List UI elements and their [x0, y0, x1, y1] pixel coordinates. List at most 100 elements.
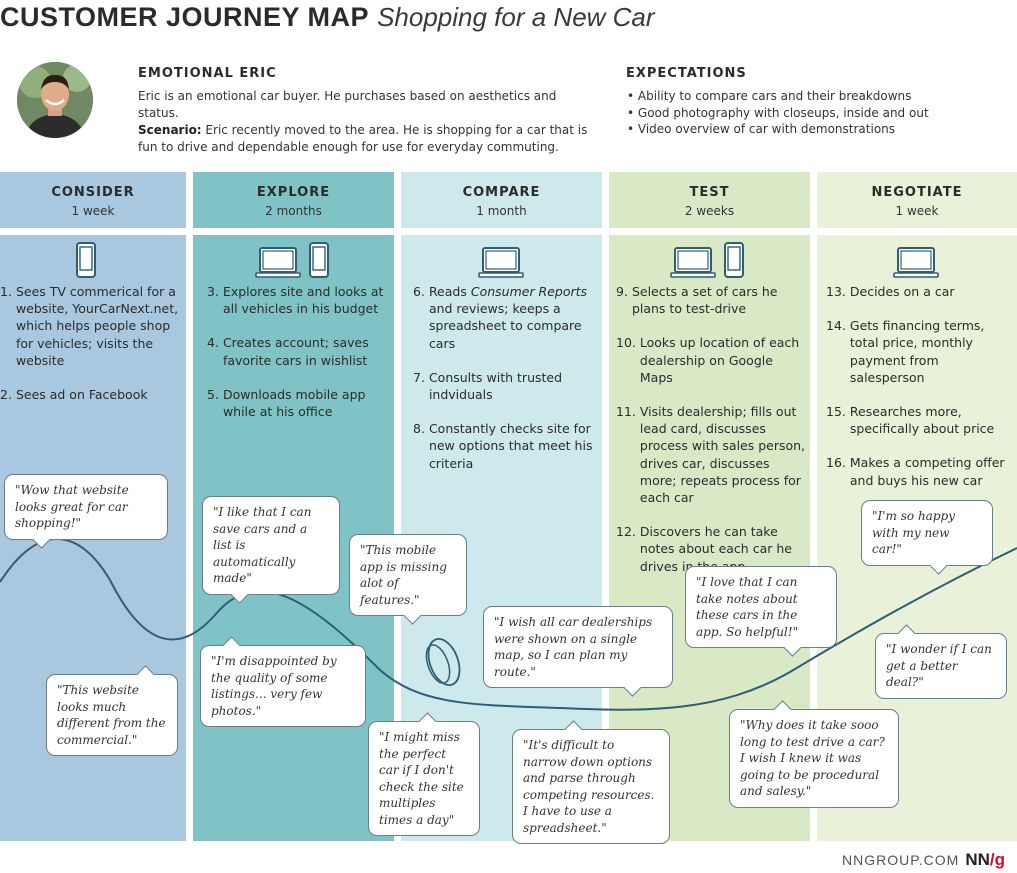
steps-negotiate: 13.Decides on a car 14.Gets financing te… [826, 283, 1014, 506]
quote-text: "I'm so happy with my new car!" [872, 509, 955, 556]
step-text: Consults with trusted indviduals [428, 369, 563, 403]
device-icons-compare [478, 238, 524, 278]
step-number: 8. [413, 421, 425, 437]
step-text: Sees ad on Facebook [15, 387, 148, 403]
quote-bubble: "I'm so happy with my new car!" [861, 500, 993, 575]
step-text: Selects a set of cars he plans to test-d… [631, 284, 778, 317]
quote-text: "I love that I can take notes about thes… [696, 575, 799, 639]
step-number: 6. [413, 284, 425, 299]
phase-name: NEGOTIATE [871, 185, 963, 200]
step-text: Downloads mobile app while at his office [222, 386, 366, 420]
phone-icon [724, 242, 744, 278]
device-icons-explore [255, 238, 329, 278]
step-text: Gets financing terms, total price, month… [849, 318, 985, 385]
laptop-icon [670, 247, 716, 278]
device-icons-consider [76, 238, 96, 278]
quote-text: "This mobile app is missing alot of feat… [360, 543, 447, 607]
quote-bubble: "I might miss the perfect car if I don't… [368, 712, 480, 836]
step-text: Decides on a car [849, 284, 955, 299]
step-text: Looks up location of each dealership on … [639, 335, 800, 385]
step-text: Visits dealership; fills out lead card, … [639, 404, 806, 506]
step-number: 7. [413, 369, 425, 385]
expectations-list: Ability to compare cars and their breakd… [627, 88, 1007, 138]
steps-test: 9.Selects a set of cars he plans to test… [616, 283, 806, 592]
phone-icon [76, 242, 96, 278]
phase-header-test: TEST 2 weeks [609, 172, 810, 228]
phase-header-explore: EXPLORE 2 months [193, 172, 394, 228]
quote-bubble: "I'm disappointed by the quality of some… [200, 636, 366, 727]
phone-icon [309, 242, 329, 278]
phase-duration: 1 month [476, 204, 527, 218]
journey-step: 1.Sees TV commerical for a website, Your… [0, 283, 180, 369]
step-number: 4. [207, 335, 219, 351]
step-number: 9. [616, 284, 628, 299]
expectation-item: Video overview of car with demonstration… [627, 121, 1007, 138]
step-text: Sees TV commerical for a website, YourCa… [15, 284, 179, 368]
quote-bubble: "I wonder if I can get a better deal?" [875, 624, 1007, 699]
persona-avatar [17, 62, 93, 138]
phase-header-compare: COMPARE 1 month [401, 172, 602, 228]
persona-desc-text: Eric is an emotional car buyer. He purch… [138, 89, 557, 120]
steps-consider: 1.Sees TV commerical for a website, Your… [0, 283, 180, 420]
step-text: Discovers he can take notes about each c… [639, 524, 792, 574]
journey-step: 4.Creates account; saves favorite cars i… [207, 334, 387, 368]
quote-text: "I might miss the perfect car if I don't… [379, 730, 464, 827]
journey-step: 13.Decides on a car [826, 283, 1014, 300]
step-text: Constantly checks site for new options t… [428, 421, 593, 471]
phase-duration: 2 months [265, 204, 322, 218]
quote-text: "Wow that website looks great for car sh… [15, 483, 129, 530]
step-text-post: and reviews; keeps a spreadsheet to comp… [428, 301, 582, 351]
step-number: 12. [616, 524, 636, 540]
title-main: CUSTOMER JOURNEY MAP [0, 2, 370, 32]
step-number: 10. [616, 335, 636, 351]
step-text-emphasis: Consumer Reports [470, 284, 588, 299]
nng-logo: NN/g [965, 850, 1005, 869]
laptop-icon [478, 247, 524, 278]
title-subtitle: Shopping for a New Car [377, 2, 655, 32]
journey-step: 7.Consults with trusted indviduals [413, 369, 593, 403]
logo-g: /g [989, 850, 1005, 869]
journey-step: 3.Explores site and looks at all vehicle… [207, 283, 387, 317]
journey-step: 15.Researches more, specifically about p… [826, 403, 1014, 437]
quote-text: "It's difficult to narrow down options a… [523, 738, 655, 835]
phase-duration: 2 weeks [684, 204, 735, 218]
phase-name: TEST [689, 185, 730, 200]
journey-step: 16.Makes a competing offer and buys his … [826, 454, 1014, 488]
journey-step: 6. Reads Consumer Reports and reviews; ke… [413, 283, 593, 352]
quote-bubble: "Wow that website looks great for car sh… [4, 474, 168, 549]
step-number: 13. [826, 284, 846, 299]
journey-step: 9.Selects a set of cars he plans to test… [616, 283, 806, 317]
footer-site: NNGROUP.COM [842, 852, 960, 868]
step-number: 14. [826, 318, 846, 334]
device-icons-negotiate [893, 238, 939, 278]
persona-name: EMOTIONAL ERIC [138, 66, 277, 81]
steps-compare: 6. Reads Consumer Reports and reviews; ke… [413, 283, 593, 489]
quote-bubble: "I like that I can save cars and a list … [202, 496, 340, 604]
laptop-icon [255, 247, 301, 278]
phase-name: EXPLORE [256, 185, 331, 200]
phase-header-negotiate: NEGOTIATE 1 week [817, 172, 1017, 228]
quote-text: "Why does it take sooo long to test driv… [740, 718, 885, 798]
step-text: Reads Consumer Reports and reviews; keep… [429, 283, 593, 352]
quote-bubble: "This website looks much different from … [46, 665, 178, 756]
step-number: 15. [826, 404, 846, 420]
journey-step: 5.Downloads mobile app while at his offi… [207, 386, 387, 420]
quote-text: "I wish all car dealerships were shown o… [494, 615, 653, 679]
phase-name: CONSIDER [51, 185, 135, 200]
quote-text: "This website looks much different from … [57, 683, 166, 747]
steps-explore: 3.Explores site and looks at all vehicle… [207, 283, 387, 437]
step-number: 11. [616, 404, 636, 420]
scenario-text: Eric recently moved to the area. He is s… [138, 123, 588, 154]
scenario-label: Scenario: [138, 123, 202, 137]
footer-branding: NNGROUP.COM NN/g [842, 850, 1005, 870]
expectation-item: Good photography with closeups, inside a… [627, 105, 1007, 122]
journey-step: 8.Constantly checks site for new options… [413, 420, 593, 472]
journey-step: 2.Sees ad on Facebook [0, 386, 180, 403]
step-text: Explores site and looks at all vehicles … [222, 284, 384, 317]
step-number: 3. [207, 284, 219, 299]
phase-duration: 1 week [895, 204, 939, 218]
laptop-icon [893, 247, 939, 278]
journey-step: 12.Discovers he can take notes about eac… [616, 523, 806, 575]
logo-nn: NN [965, 850, 990, 869]
